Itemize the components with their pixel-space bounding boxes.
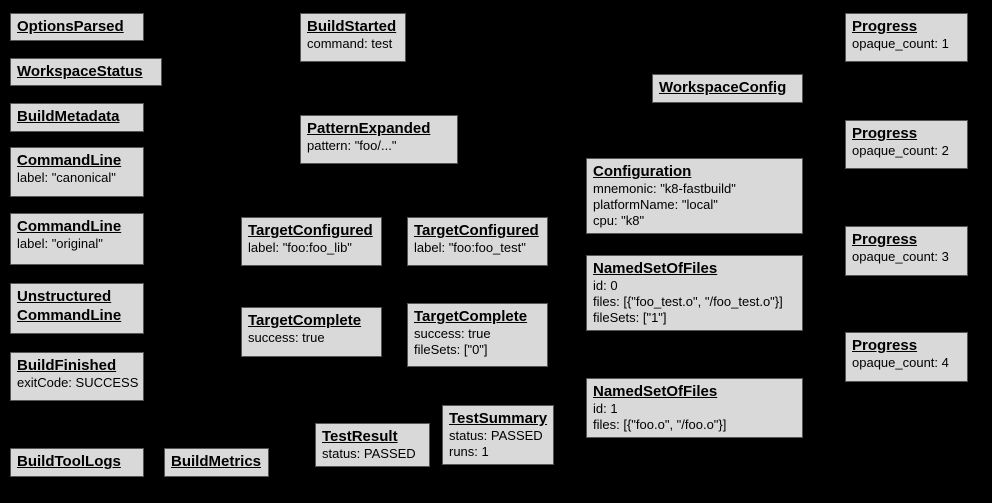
node-title: BuildStarted xyxy=(307,18,397,35)
node-buildmetrics: BuildMetrics xyxy=(164,448,269,477)
node-testsummary: TestSummary status: PASSED runs: 1 xyxy=(442,405,554,465)
node-progress-2: Progress opaque_count: 2 xyxy=(845,120,968,169)
node-workspacestatus: WorkspaceStatus xyxy=(10,58,162,86)
node-title: NamedSetOfFiles xyxy=(593,260,718,277)
node-field: files: [{"foo.o", "/foo.o"}] xyxy=(593,417,727,432)
node-buildtoollogs: BuildToolLogs xyxy=(10,448,144,477)
node-title: TargetConfigured xyxy=(414,222,539,239)
node-commandline-original: CommandLine label: "original" xyxy=(10,213,144,265)
node-title: BuildFinished xyxy=(17,357,117,374)
node-field: mnemonic: "k8-fastbuild" xyxy=(593,181,736,196)
node-field: platformName: "local" xyxy=(593,197,718,212)
node-title: WorkspaceConfig xyxy=(659,79,787,96)
node-targetconfigured-footest: TargetConfigured label: "foo:foo_test" xyxy=(407,217,548,266)
node-field: opaque_count: 2 xyxy=(852,143,949,158)
node-field: success: true xyxy=(248,330,325,345)
node-testresult: TestResult status: PASSED xyxy=(315,423,430,467)
node-field: id: 0 xyxy=(593,278,618,293)
node-title: NamedSetOfFiles xyxy=(593,383,718,400)
node-unstructuredcommandline: Unstructured CommandLine xyxy=(10,283,144,334)
node-field: status: PASSED xyxy=(449,428,543,443)
node-patternexpanded: PatternExpanded pattern: "foo/..." xyxy=(300,115,458,164)
node-progress-4: Progress opaque_count: 4 xyxy=(845,332,968,382)
node-field: opaque_count: 4 xyxy=(852,355,949,370)
node-namedsetoffiles-1: NamedSetOfFiles id: 1 files: [{"foo.o", … xyxy=(586,378,803,438)
node-namedsetoffiles-0: NamedSetOfFiles id: 0 files: [{"foo_test… xyxy=(586,255,803,331)
node-field: success: true xyxy=(414,326,491,341)
node-configuration: Configuration mnemonic: "k8-fastbuild" p… xyxy=(586,158,803,234)
node-commandline-canonical: CommandLine label: "canonical" xyxy=(10,147,144,197)
node-progress-1: Progress opaque_count: 1 xyxy=(845,13,968,62)
node-title: Configuration xyxy=(593,163,692,180)
node-title: TargetConfigured xyxy=(248,222,373,239)
node-field: runs: 1 xyxy=(449,444,489,459)
node-field: label: "canonical" xyxy=(17,170,116,185)
node-title: TargetComplete xyxy=(414,308,528,325)
node-title: BuildMetadata xyxy=(17,108,120,125)
node-title: BuildMetrics xyxy=(171,453,262,470)
node-title: Progress xyxy=(852,125,918,142)
node-field: pattern: "foo/..." xyxy=(307,138,397,153)
node-field: command: test xyxy=(307,36,393,51)
node-title: WorkspaceStatus xyxy=(17,63,143,80)
node-field: id: 1 xyxy=(593,401,618,416)
node-title: Progress xyxy=(852,337,918,354)
node-field: exitCode: SUCCESS xyxy=(17,375,139,390)
node-title: CommandLine xyxy=(17,218,122,235)
node-title: TestSummary xyxy=(449,410,548,427)
node-title: CommandLine xyxy=(17,152,122,169)
node-title: Unstructured xyxy=(17,288,112,305)
node-field: fileSets: ["1"] xyxy=(593,310,667,325)
node-targetcomplete-foolib: TargetComplete success: true xyxy=(241,307,382,357)
node-field: cpu: "k8" xyxy=(593,213,645,228)
node-title: TargetComplete xyxy=(248,312,362,329)
node-field: opaque_count: 1 xyxy=(852,36,949,51)
node-buildmetadata: BuildMetadata xyxy=(10,103,144,132)
node-title: PatternExpanded xyxy=(307,120,431,137)
node-targetcomplete-footest: TargetComplete success: true fileSets: [… xyxy=(407,303,548,367)
node-title: CommandLine xyxy=(17,307,122,324)
node-workspaceconfig: WorkspaceConfig xyxy=(652,74,803,103)
node-field: label: "original" xyxy=(17,236,103,251)
node-field: fileSets: ["0"] xyxy=(414,342,488,357)
node-field: opaque_count: 3 xyxy=(852,249,949,264)
node-buildfinished: BuildFinished exitCode: SUCCESS xyxy=(10,352,144,401)
node-title: BuildToolLogs xyxy=(17,453,121,470)
node-title: Progress xyxy=(852,18,918,35)
node-field: label: "foo:foo_test" xyxy=(414,240,526,255)
node-title: TestResult xyxy=(322,428,398,445)
node-progress-3: Progress opaque_count: 3 xyxy=(845,226,968,276)
node-field: files: [{"foo_test.o", "/foo_test.o"}] xyxy=(593,294,783,309)
node-title: Progress xyxy=(852,231,918,248)
node-field: status: PASSED xyxy=(322,446,416,461)
node-targetconfigured-foolib: TargetConfigured label: "foo:foo_lib" xyxy=(241,217,382,266)
node-field: label: "foo:foo_lib" xyxy=(248,240,352,255)
node-title: OptionsParsed xyxy=(17,18,124,35)
node-optionsparsed: OptionsParsed xyxy=(10,13,144,41)
node-buildstarted: BuildStarted command: test xyxy=(300,13,406,62)
